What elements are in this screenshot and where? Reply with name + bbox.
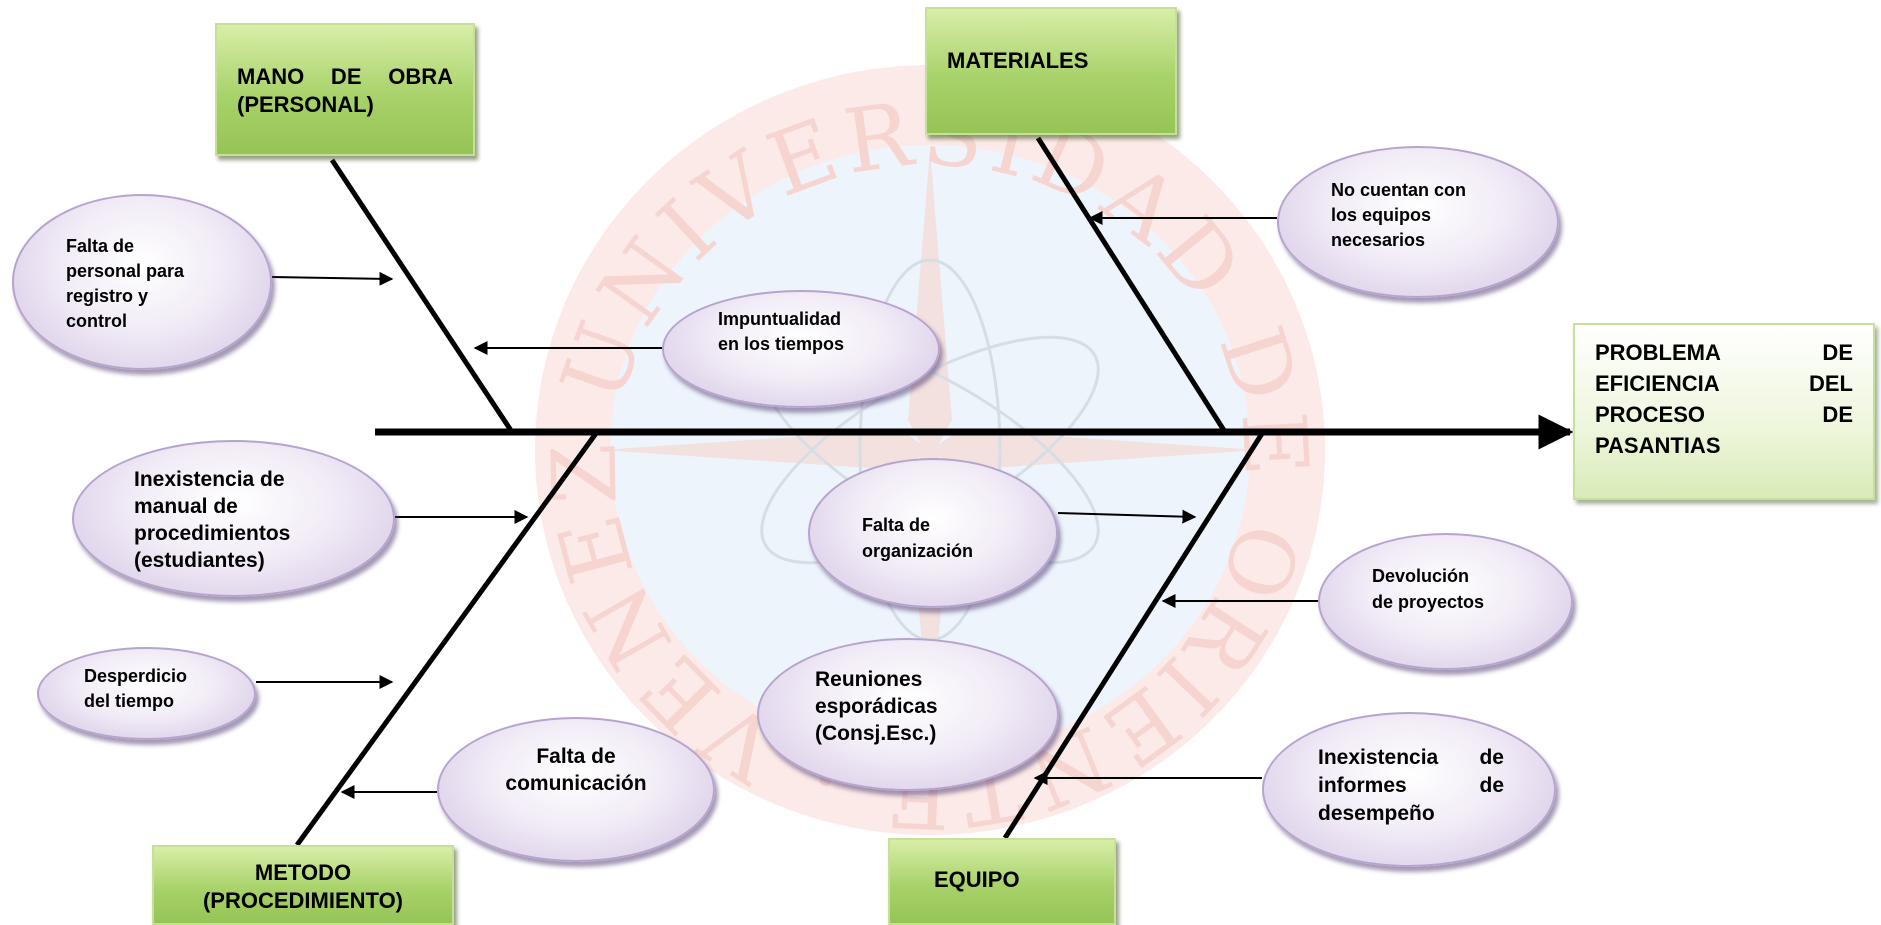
cause-devolucion: Devolución de proyectos [1318, 533, 1573, 670]
category-materiales: MATERIALES [925, 7, 1177, 135]
cause-reuniones: Reuniones esporádicas (Consj.Esc.) [757, 638, 1059, 791]
cause-inexistencia-informes: Inexistencia de informes de desempeño [1262, 712, 1556, 867]
cause-no-equipos: No cuentan con los equipos necesarios [1277, 146, 1559, 298]
cause-falta-personal-label: Falta de personal para registro y contro… [66, 236, 185, 331]
problem-label: PROBLEMA DE EFICIENCIA DEL PROCESO DE PA… [1595, 340, 1853, 458]
bone-mano-de-obra [329, 158, 515, 434]
cause-inexistencia-manual-label: Inexistencia de manual de procedimientos… [134, 468, 291, 572]
cause-falta-personal: Falta de personal para registro y contro… [12, 194, 272, 370]
arrow-falta-organizacion [1057, 509, 1197, 524]
cause-falta-comunicacion: Falta de comunicación [437, 717, 715, 862]
cause-desperdicio: Desperdicio del tiempo [37, 647, 256, 740]
cause-impuntualidad: Impuntualidad en los tiempos [662, 290, 940, 408]
arrow-falta-personal [271, 271, 394, 286]
cause-falta-comunicacion-label: Falta de comunicación [505, 745, 647, 795]
cause-falta-organizacion: Falta de organización [808, 458, 1058, 608]
cause-devolucion-label: Devolución de proyectos [1372, 566, 1485, 612]
category-mano-de-obra: MANO DE OBRA (PERSONAL) [215, 23, 475, 156]
bone-equipo [1002, 430, 1266, 840]
cause-inexistencia-manual: Inexistencia de manual de procedimientos… [72, 440, 395, 597]
cause-impuntualidad-label: Impuntualidad en los tiempos [718, 309, 845, 354]
category-equipo: EQUIPO [888, 838, 1116, 925]
category-metodo-label: METODO (PROCEDIMIENTO) [202, 860, 404, 913]
cause-inexistencia-informes-label: Inexistencia de informes de desempeño [1318, 746, 1504, 825]
cause-desperdicio-label: Desperdicio del tiempo [84, 666, 188, 711]
cause-no-equipos-label: No cuentan con los equipos necesarios [1331, 180, 1467, 250]
problem-box: PROBLEMA DE EFICIENCIA DEL PROCESO DE PA… [1573, 323, 1875, 500]
bone-metodo [294, 430, 600, 847]
cause-reuniones-label: Reuniones esporádicas (Consj.Esc.) [815, 668, 938, 745]
bone-materiales [1035, 136, 1228, 434]
cause-falta-organizacion-label: Falta de organización [862, 515, 974, 561]
category-equipo-label: EQUIPO [934, 867, 1020, 892]
category-metodo: METODO (PROCEDIMIENTO) [152, 845, 454, 925]
category-mano-de-obra-label: MANO DE OBRA (PERSONAL) [237, 64, 453, 117]
category-materiales-label: MATERIALES [947, 48, 1089, 73]
